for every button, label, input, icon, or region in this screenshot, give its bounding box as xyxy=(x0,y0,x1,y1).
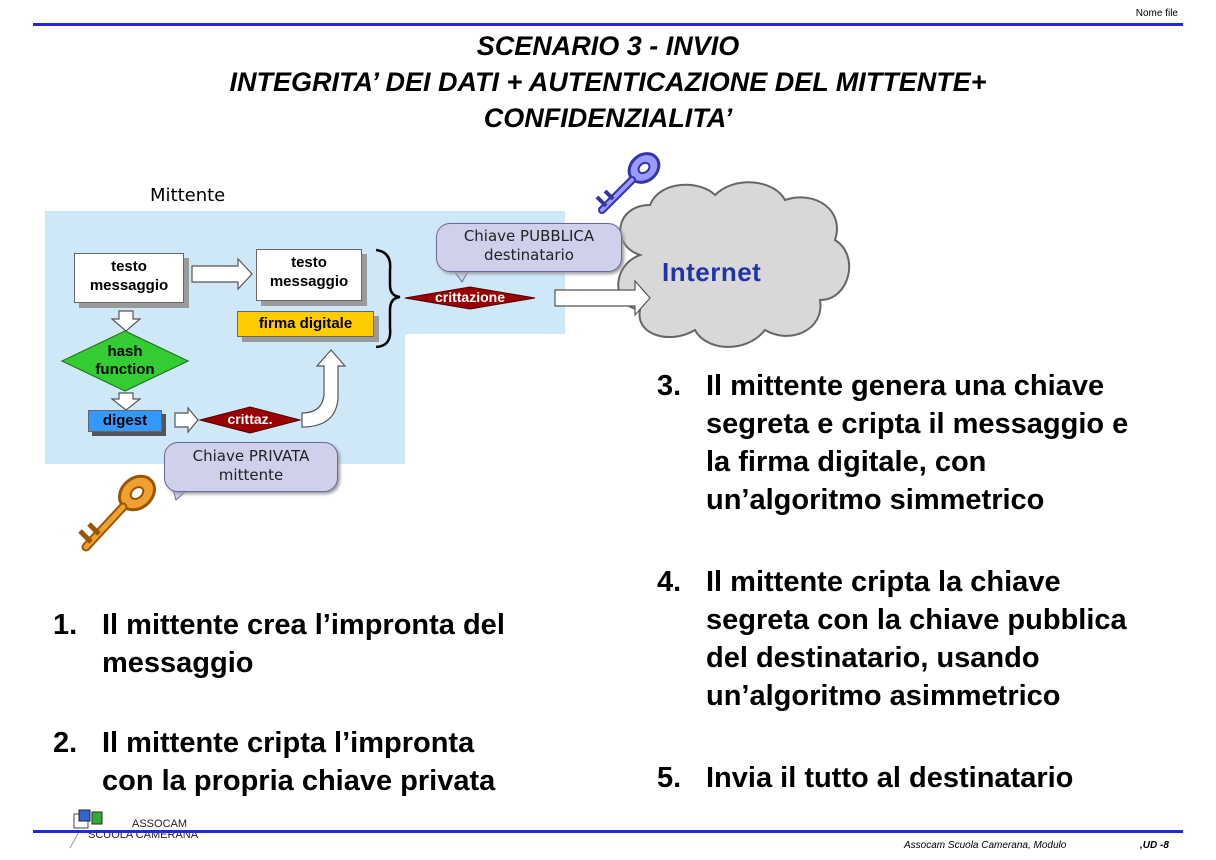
arrow-up-curved xyxy=(301,349,347,428)
title-line-2: INTEGRITA’ DEI DATI + AUTENTICAZIONE DEL… xyxy=(229,67,987,97)
step-3-line-3: la firma digitale, con xyxy=(706,446,987,478)
step-4-line-3: del destinatario, usando xyxy=(706,642,1040,674)
logo-icon xyxy=(69,809,103,849)
step-2-line-2: con la propria chiave privata xyxy=(102,765,496,797)
step-4: 4. Il mittente cripta la chiave segreta … xyxy=(657,563,1197,719)
step-3-line-4: un’algoritmo simmetrico xyxy=(706,484,1045,516)
step-3-line-1: Il mittente genera una chiave xyxy=(706,370,1105,402)
message-text-box-1-line-1: testo xyxy=(111,258,147,275)
crittazione-label: crittazione xyxy=(434,289,505,305)
arrow-right-2 xyxy=(174,406,199,434)
title-line-3: CONFIDENZIALITA’ xyxy=(483,103,733,133)
hash-function-diamond xyxy=(60,330,190,392)
arrow-down-2 xyxy=(110,392,142,411)
private-key-icon xyxy=(78,474,156,552)
crittaz-diamond xyxy=(198,406,302,434)
logo-line-2: SCUOLA CAMERANA xyxy=(88,829,199,841)
step-4-line-2: segreta con la chiave pubblica xyxy=(706,604,1127,636)
step-5-number: 5. xyxy=(657,762,682,794)
public-callout-line-1: Chiave PUBBLICA xyxy=(463,227,595,245)
internet-label: Internet xyxy=(662,257,762,287)
arrow-down-1 xyxy=(110,310,142,332)
step-2-number: 2. xyxy=(53,727,78,759)
arrow-to-internet xyxy=(554,279,651,317)
top-divider xyxy=(33,23,1183,26)
step-1-line-2: messaggio xyxy=(102,647,254,679)
step-3-number: 3. xyxy=(657,370,682,402)
logo-text: ASSOCAM SCUOLA CAMERANA xyxy=(88,819,198,841)
message-text-box-2: testo messaggio xyxy=(256,249,362,301)
hash-function-label: hash function xyxy=(62,343,188,379)
file-name-label: Nome file xyxy=(1135,8,1178,19)
public-key-callout: Chiave PUBBLICA destinatario xyxy=(436,223,622,272)
digest-box: digest xyxy=(88,410,162,432)
message-text-box-1-line-2: messaggio xyxy=(89,277,169,294)
internet-cloud xyxy=(617,181,851,348)
sender-group-label: Mittente xyxy=(150,185,226,206)
step-2: 2. Il mittente cripta l’impronta con la … xyxy=(53,724,573,804)
step-3: 3. Il mittente genera una chiave segreta… xyxy=(657,367,1197,523)
hash-label-line-2: function xyxy=(95,361,155,378)
slide-title: SCENARIO 3 - INVIO INTEGRITA’ DEI DATI +… xyxy=(0,28,1216,136)
crittazione-diamond xyxy=(404,286,536,310)
digital-signature-box: firma digitale xyxy=(237,311,374,337)
hash-label-line-1: hash xyxy=(107,343,143,360)
step-4-number: 4. xyxy=(657,566,682,598)
public-callout-line-2: destinatario xyxy=(484,246,574,264)
arrow-right-1 xyxy=(191,257,253,291)
brace xyxy=(375,248,401,349)
bottom-divider xyxy=(33,830,1183,833)
step-1-line-1: Il mittente crea l’impronta del xyxy=(102,609,505,641)
step-4-line-1: Il mittente cripta la chiave xyxy=(706,566,1061,598)
step-3-line-2: segreta e cripta il messaggio e xyxy=(706,408,1129,440)
private-callout-line-1: Chiave PRIVATA xyxy=(192,447,310,465)
private-callout-line-2: mittente xyxy=(218,466,284,484)
step-1-number: 1. xyxy=(53,609,78,641)
crittaz-label: crittaz. xyxy=(227,411,273,427)
message-text-box-1: testo messaggio xyxy=(74,253,184,303)
logo-line-1: ASSOCAM xyxy=(132,818,188,830)
footer-left-text: Assocam Scuola Camerana, Modulo xyxy=(904,840,1067,851)
private-key-callout: Chiave PRIVATA mittente xyxy=(164,442,338,492)
step-2-line-1: Il mittente cripta l’impronta xyxy=(102,727,475,759)
title-line-1: SCENARIO 3 - INVIO xyxy=(476,31,740,61)
footer-page-number: ,UD -8 xyxy=(1140,840,1169,851)
public-key-icon xyxy=(595,152,661,214)
message-text-box-2-line-2: messaggio xyxy=(269,273,349,290)
step-1: 1. Il mittente crea l’impronta del messa… xyxy=(53,606,573,686)
message-text-box-2-line-1: testo xyxy=(291,254,327,271)
step-5-line-1: Invia il tutto al destinatario xyxy=(706,762,1074,794)
step-4-line-4: un’algoritmo asimmetrico xyxy=(706,680,1061,712)
step-5: 5. Invia il tutto al destinatario xyxy=(657,759,1197,799)
